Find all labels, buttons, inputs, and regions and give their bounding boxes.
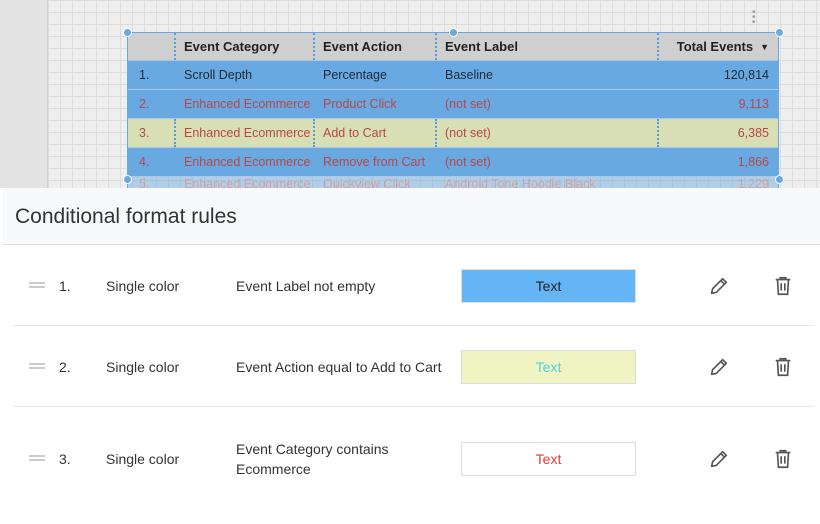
table-row[interactable]: 1. Scroll Depth Percentage Baseline 120,814 [128,61,778,90]
edit-pencil-icon[interactable] [708,275,730,297]
drag-handle-icon[interactable] [29,363,45,369]
rule-type: Single color [106,451,180,467]
delete-trash-icon[interactable] [772,275,794,297]
table-row[interactable]: 5. Enhanced Ecommerce Quickview Click Andro… [128,177,778,188]
rule-condition: Event Category contains Ecommerce [236,441,389,477]
rule-number: 3. [59,451,71,467]
cell-event-label: Android Tone Hoodie Black [445,177,596,188]
delete-trash-icon[interactable] [772,448,794,470]
table-header: Event Category Event Action Event Label … [128,33,778,61]
more-options-icon[interactable]: ••• [752,7,756,28]
canvas-left-margin [0,0,48,188]
report-canvas: ••• Event Category Event Action Event La… [0,0,820,188]
cell-event-category: Enhanced Ecommerce [184,155,311,169]
cell-event-action: Percentage [323,68,387,82]
cell-event-label: (not set) [435,119,657,147]
header-event-category[interactable]: Event Category [174,33,313,60]
cell-event-action: Product Click [323,97,397,111]
format-rule-1: 1. Single color Event Label not empty Te… [14,245,814,326]
conditional-format-panel: Conditional format rules 1. Single color… [3,188,820,524]
rule-style-preview: Text [461,442,636,476]
cell-event-category: Enhanced Ecommerce [174,119,313,147]
cell-event-action: Remove from Cart [323,155,426,169]
header-event-action[interactable]: Event Action [313,33,435,60]
cell-event-category: Enhanced Ecommerce [184,177,311,188]
resize-handle[interactable] [449,28,458,37]
cell-index: 2. [139,97,150,111]
resize-handle[interactable] [123,175,132,184]
edit-pencil-icon[interactable] [708,356,730,378]
header-event-label[interactable]: Event Label [435,33,657,60]
table-row[interactable]: 2. Enhanced Ecommerce Product Click (not se… [128,90,778,119]
cell-total-events: 1,866 [737,155,769,169]
cell-total-events: 120,814 [723,68,769,82]
rule-style-preview: Text [461,269,636,303]
cell-index: 4. [139,155,150,169]
cell-event-action: Add to Cart [313,119,435,147]
cell-index: 3. [139,126,150,140]
rule-type: Single color [106,278,180,294]
cell-total-events: 1,229 [737,177,769,188]
rule-style-preview: Text [461,350,636,384]
resize-handle[interactable] [775,28,784,37]
edit-pencil-icon[interactable] [708,448,730,470]
rule-condition: Event Label not empty [236,278,376,294]
cell-event-action: Quickview Click [323,177,411,188]
cell-index: 5. [139,177,150,188]
cell-event-label: (not set) [445,97,491,111]
sort-descending-icon[interactable]: ▼ [760,41,769,52]
table-row[interactable]: 4. Enhanced Ecommerce Remove from Cart (not… [128,148,778,177]
rule-number: 1. [59,278,71,294]
rule-type: Single color [106,359,180,375]
resize-handle[interactable] [123,28,132,37]
drag-handle-icon[interactable] [29,282,45,288]
rule-number: 2. [59,359,71,375]
cell-total-events: 9,113 [738,97,769,111]
format-rule-3: 3. Single color Event Category contains … [14,407,814,507]
header-total-events[interactable]: Total Events ▼ [657,33,778,60]
cell-event-category: Scroll Depth [184,68,253,82]
cell-total-events: 6,385 [657,119,778,147]
format-rule-2: 2. Single color Event Action equal to Ad… [14,326,814,407]
rule-condition: Event Action equal to Add to Cart [236,359,442,375]
data-table[interactable]: Event Category Event Action Event Label … [127,32,779,188]
cell-event-category: Enhanced Ecommerce [184,97,311,111]
panel-title: Conditional format rules [3,188,820,245]
drag-handle-icon[interactable] [29,455,45,461]
cell-event-label: (not set) [445,155,491,169]
header-index [128,33,174,60]
delete-trash-icon[interactable] [772,356,794,378]
cell-index: 1. [139,68,150,82]
resize-handle[interactable] [775,175,784,184]
cell-event-label: Baseline [445,68,493,82]
header-total-events-label: Total Events [676,39,754,54]
